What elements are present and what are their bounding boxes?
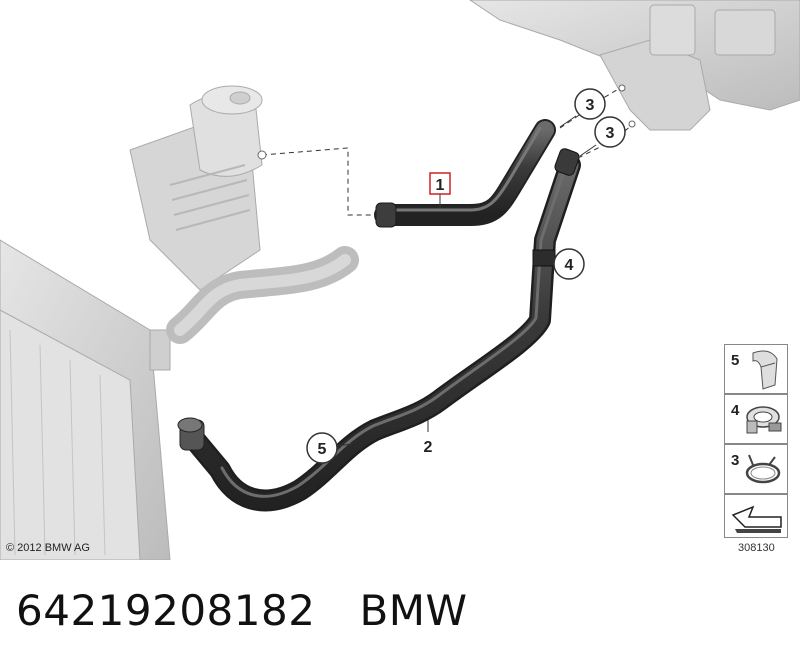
legend-item-arrow[interactable] [724,494,788,538]
callout-5-label: 5 [318,441,327,458]
legend-5-number: 5 [731,352,739,369]
diagram-code: 308130 [738,542,775,554]
callout-part-3a[interactable]: 3 [559,88,606,128]
hose-part-2 [177,148,581,512]
hose-bracket-icon [752,350,778,390]
spring-clip-icon [745,454,781,484]
hose-clamp-icon [746,406,782,434]
nav-arrow-icon [731,505,782,533]
callout-3a-label: 3 [586,97,595,114]
radiator-hose-ghost-highlight [174,254,351,336]
legend-3-number: 3 [731,452,739,469]
parts-diagram: 1 2 3 3 4 5 [0,0,800,560]
legend-item-4[interactable]: 4 [724,394,788,444]
copyright-text: © 2012 BMW AG [6,542,90,554]
highlight-box [429,172,451,195]
leader-lines [261,87,633,216]
callout-part-4[interactable]: 4 [553,248,585,280]
part-number: 64219208182 [16,586,316,635]
callout-4-label: 4 [565,257,574,274]
footer: 64219208182 BMW [16,586,468,635]
radiator-ghost [0,239,171,560]
callout-part-1[interactable]: 1 [429,172,451,208]
callout-part-5[interactable]: 5 [306,432,353,464]
callout-part-3b[interactable]: 3 [579,116,626,157]
oil-filter-housing-ghost [129,85,263,291]
callout-part-2[interactable]: 2 [424,420,433,456]
engine-ghost [469,0,800,131]
hose-part-1 [374,119,556,228]
callout-3b-label: 3 [606,125,615,142]
connector-point [628,120,636,128]
callout-1-label: 1 [436,177,445,194]
connector-point [618,84,626,92]
legend-4-number: 4 [731,402,740,419]
connector-point [257,150,267,160]
legend-item-5[interactable]: 5 [724,344,788,394]
brand-name: BMW [359,586,468,635]
callout-2-label: 2 [424,439,433,456]
legend-item-3[interactable]: 3 [724,444,788,494]
